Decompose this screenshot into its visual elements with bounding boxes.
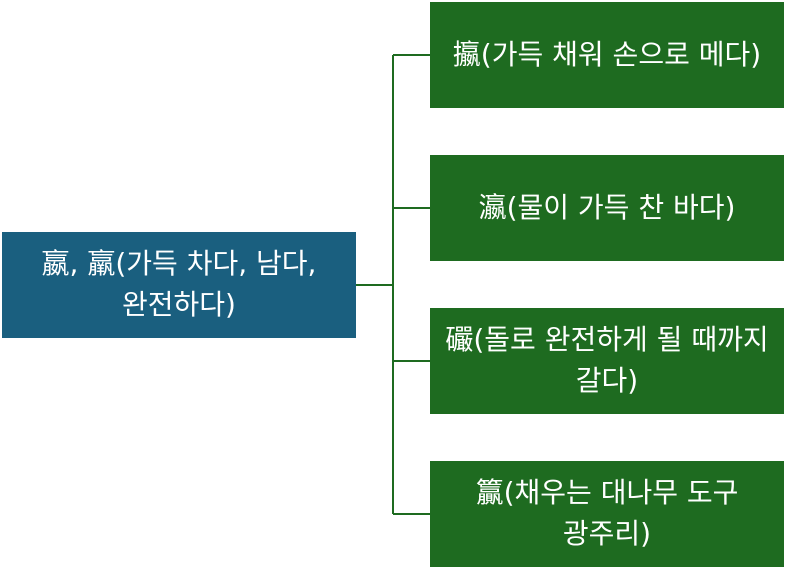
child-node-1: 攍(가득 채워 손으로 메다) — [430, 2, 784, 108]
child-node-3: 礹(돌로 완전하게 될 때까지 갈다) — [430, 308, 784, 414]
root-node-label: 嬴, 羸(가득 차다, 남다, 완전하다) — [41, 247, 317, 321]
child-node-label: 攍(가득 채워 손으로 메다) — [452, 37, 762, 71]
child-node-label: 礹(돌로 완전하게 될 때까지 갈다) — [445, 323, 769, 397]
root-node: 嬴, 羸(가득 차다, 남다, 완전하다) — [2, 232, 356, 338]
child-node-2: 瀛(물이 가득 찬 바다) — [430, 155, 784, 261]
child-node-label: 瀛(물이 가득 찬 바다) — [478, 190, 736, 224]
child-node-label: 籯(채우는 대나무 도구 광주리) — [475, 476, 739, 550]
child-node-4: 籯(채우는 대나무 도구 광주리) — [430, 461, 784, 567]
